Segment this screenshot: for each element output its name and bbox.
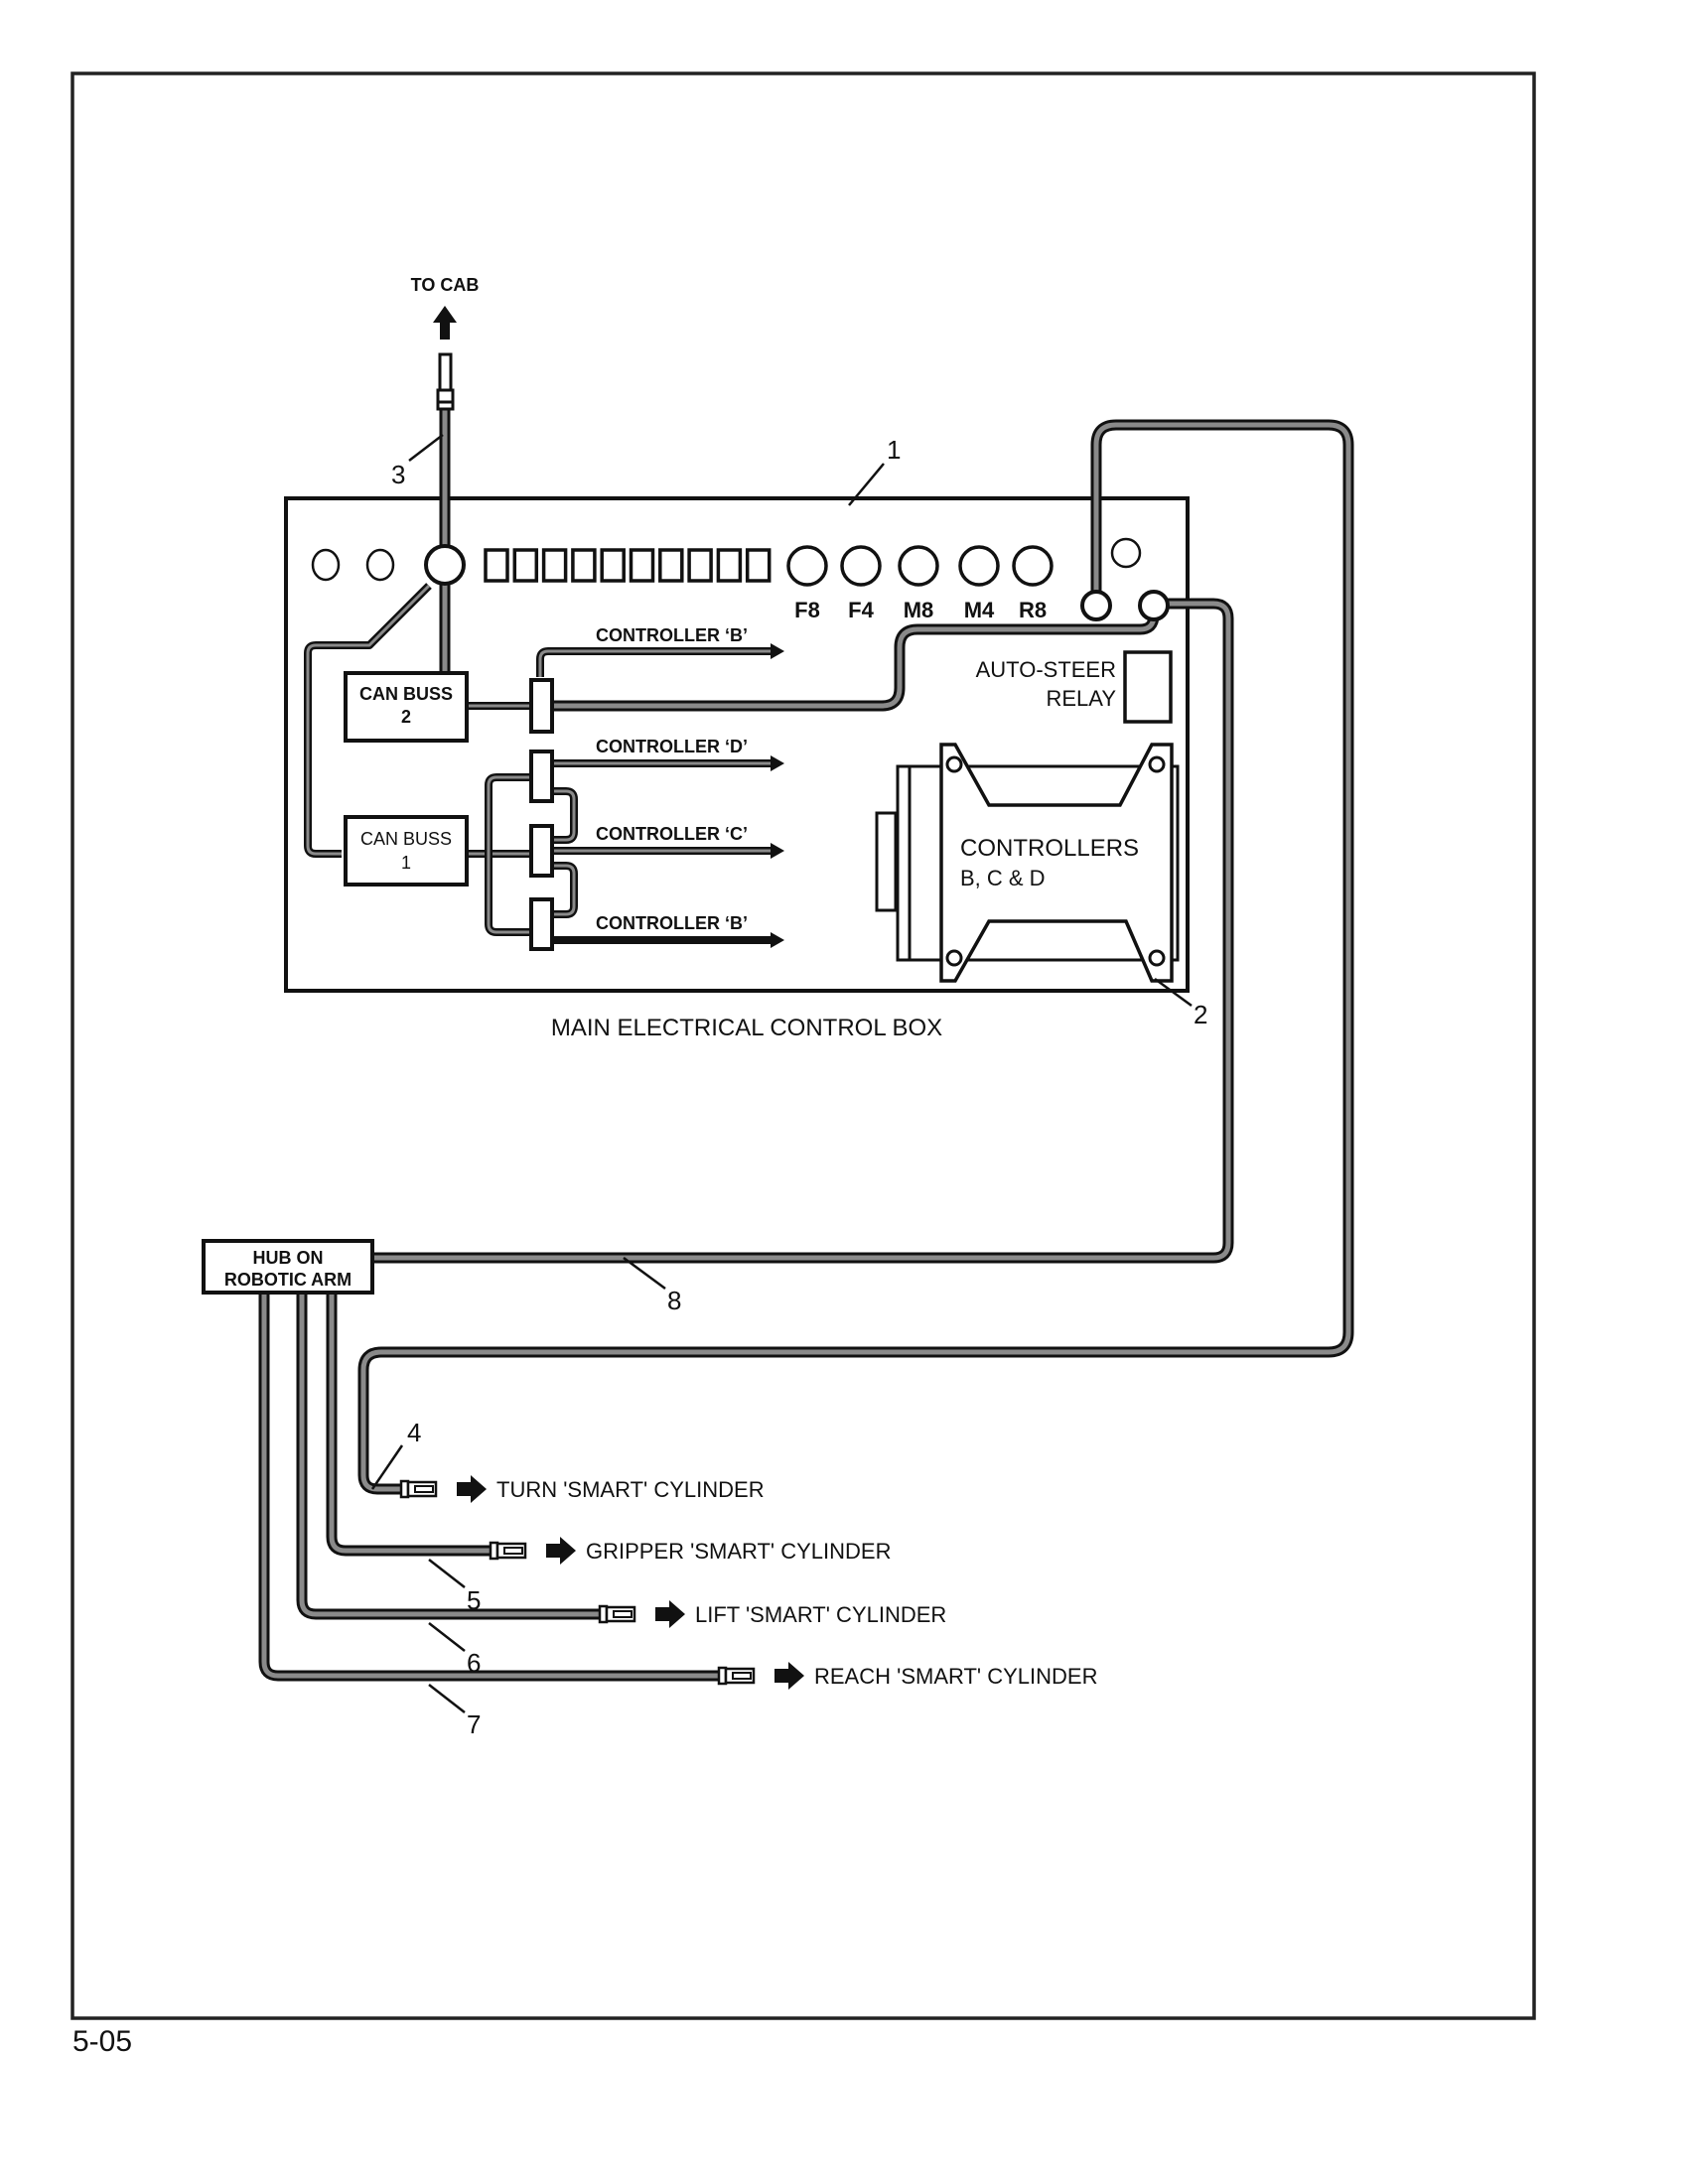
cable-8-hub bbox=[372, 598, 1234, 1264]
fuse-slot bbox=[687, 548, 713, 583]
cable-connector-to-port bbox=[552, 608, 1160, 712]
cable-7 bbox=[258, 1291, 719, 1682]
svg-text:B, C & D: B, C & D bbox=[960, 866, 1046, 890]
can-buss-2: CAN BUSS 2 bbox=[344, 671, 469, 743]
svg-text:CONTROLLERS: CONTROLLERS bbox=[960, 835, 1139, 862]
callout-3: 3 bbox=[391, 460, 405, 489]
svg-text:HUB ON: HUB ON bbox=[253, 1248, 324, 1268]
svg-text:CAN BUSS: CAN BUSS bbox=[360, 829, 452, 849]
right-arrow-icon bbox=[655, 1600, 685, 1628]
callout-4: 4 bbox=[407, 1418, 421, 1447]
label-controller-b-bottom: CONTROLLER ‘B’ bbox=[596, 913, 748, 933]
fuse-slot bbox=[745, 548, 772, 583]
fuse-label: F8 bbox=[794, 598, 820, 622]
svg-text:CAN BUSS: CAN BUSS bbox=[359, 684, 453, 704]
cylinder-output: LIFT 'SMART' CYLINDER bbox=[598, 1600, 946, 1628]
auto-steer-relay: AUTO-STEER RELAY bbox=[976, 650, 1173, 724]
fuse-slots bbox=[484, 548, 772, 583]
fuse-label: F4 bbox=[848, 598, 874, 622]
label-controller-d: CONTROLLER ‘D’ bbox=[596, 737, 748, 756]
page-frame bbox=[70, 71, 1536, 2020]
fuse-slot bbox=[571, 548, 597, 583]
can-buss-1: CAN BUSS 1 bbox=[344, 815, 469, 887]
page-number: 5-05 bbox=[72, 2025, 133, 2058]
fuse-slot bbox=[484, 548, 509, 583]
to-cab-label: TO CAB bbox=[411, 275, 480, 295]
port-row bbox=[311, 544, 772, 586]
label-controller-c: CONTROLLER ‘C’ bbox=[596, 824, 748, 844]
fuse-r8 bbox=[1012, 545, 1054, 587]
up-arrow-icon bbox=[433, 306, 457, 340]
right-arrow-icon bbox=[774, 1662, 804, 1690]
callout-8: 8 bbox=[667, 1286, 681, 1315]
cylinder-label: REACH 'SMART' CYLINDER bbox=[814, 1664, 1097, 1689]
hub-robotic-arm: HUB ON ROBOTIC ARM bbox=[202, 1239, 374, 1295]
controllers-module: CONTROLLERS B, C & D bbox=[875, 743, 1180, 983]
fuse-label: M4 bbox=[964, 598, 995, 622]
control-box-outline bbox=[284, 496, 1190, 993]
fuse-f4 bbox=[840, 545, 882, 587]
wire-controller-b-bottom bbox=[552, 932, 784, 948]
cylinder-output: GRIPPER 'SMART' CYLINDER bbox=[489, 1537, 892, 1565]
cable-4-loop bbox=[357, 419, 1354, 1495]
fuse-slot bbox=[541, 548, 568, 583]
callout-6: 6 bbox=[467, 1648, 481, 1678]
connector-canbuss2 bbox=[529, 678, 554, 734]
fuses: F8 F4 M8 M4 R8 bbox=[786, 545, 1054, 622]
connector-c bbox=[529, 824, 554, 878]
cable-5 bbox=[326, 1291, 491, 1557]
callout-7: 7 bbox=[467, 1709, 481, 1739]
fuse-m4 bbox=[958, 545, 1000, 587]
fuse-m8 bbox=[898, 545, 939, 587]
label-controller-b-top: CONTROLLER ‘B’ bbox=[596, 625, 748, 645]
fuse-slot bbox=[658, 548, 684, 583]
port-cylinder-loop bbox=[1080, 590, 1112, 621]
svg-text:ROBOTIC ARM: ROBOTIC ARM bbox=[224, 1270, 352, 1290]
fuse-slot bbox=[512, 548, 539, 583]
cylinder-label: TURN 'SMART' CYLINDER bbox=[496, 1477, 765, 1502]
svg-text:RELAY: RELAY bbox=[1046, 686, 1116, 711]
svg-text:2: 2 bbox=[401, 707, 411, 727]
right-arrow-icon bbox=[546, 1537, 576, 1565]
cylinder-label: LIFT 'SMART' CYLINDER bbox=[695, 1602, 946, 1627]
callout-2: 2 bbox=[1194, 1000, 1207, 1029]
port-spare bbox=[1110, 537, 1142, 569]
port-hub bbox=[1138, 590, 1170, 621]
callout-5: 5 bbox=[467, 1585, 481, 1615]
wire-controller-b-top bbox=[536, 643, 784, 677]
cable-6 bbox=[296, 1291, 600, 1620]
control-box-title: MAIN ELECTRICAL CONTROL BOX bbox=[551, 1015, 942, 1041]
fuse-slot bbox=[600, 548, 626, 583]
port-small-1 bbox=[311, 548, 341, 582]
fuse-slot bbox=[716, 548, 743, 583]
svg-text:1: 1 bbox=[401, 853, 411, 873]
cylinder-label: GRIPPER 'SMART' CYLINDER bbox=[586, 1539, 892, 1564]
connector-b bbox=[529, 897, 554, 951]
cylinder-outputs: TURN 'SMART' CYLINDER GRIPPER 'SMART' CYL… bbox=[399, 1475, 1097, 1690]
fuse-label: M8 bbox=[904, 598, 934, 622]
wire-canbuss1-network bbox=[467, 773, 578, 936]
port-cab bbox=[424, 544, 466, 586]
fuse-slot bbox=[629, 548, 655, 583]
right-arrow-icon bbox=[457, 1475, 487, 1503]
to-cab-connector bbox=[436, 352, 455, 411]
cylinder-output: TURN 'SMART' CYLINDER bbox=[399, 1475, 765, 1503]
wire-port-to-canbuss1 bbox=[304, 583, 432, 858]
callouts: 3 1 2 8 4 5 6 7 bbox=[370, 434, 1207, 1739]
connector-d bbox=[529, 750, 554, 803]
wire-controller-d bbox=[552, 755, 784, 771]
svg-text:AUTO-STEER: AUTO-STEER bbox=[976, 657, 1116, 682]
callout-1: 1 bbox=[887, 435, 901, 465]
fuse-label: R8 bbox=[1019, 598, 1047, 622]
cylinder-output: REACH 'SMART' CYLINDER bbox=[717, 1662, 1097, 1690]
wire-controller-c bbox=[552, 843, 784, 859]
fuse-f8 bbox=[786, 545, 828, 587]
port-small-2 bbox=[365, 548, 395, 582]
